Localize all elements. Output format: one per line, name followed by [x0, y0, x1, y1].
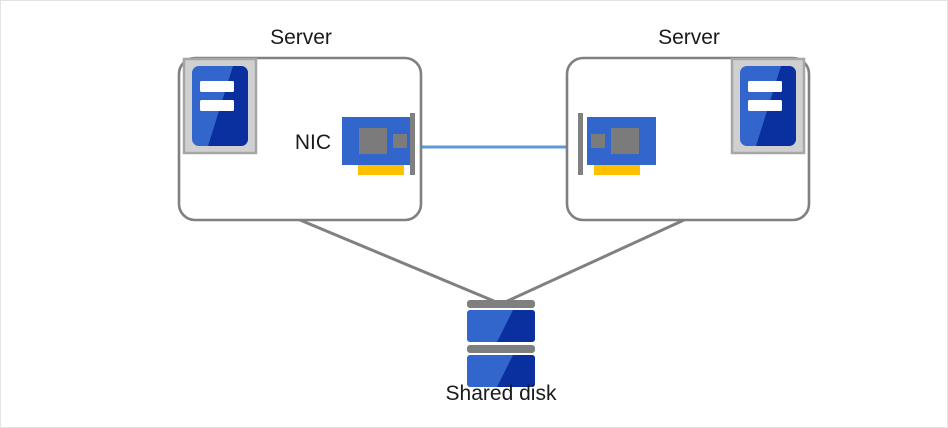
nic-bracket-right — [578, 113, 583, 175]
server-left-label: Server — [270, 26, 332, 49]
nic-connector-left — [358, 165, 404, 175]
server-icon-right — [730, 57, 806, 155]
nic-chip-small-left — [393, 134, 407, 148]
shared-disk-icon[interactable] — [467, 300, 535, 387]
server-box-right[interactable] — [565, 56, 811, 222]
disk-platter-bottom — [467, 355, 535, 387]
server-icon-bar-1-right — [748, 81, 782, 92]
disk-platter-bottom-shadow — [497, 355, 535, 387]
nic-chip-large-right — [611, 128, 639, 154]
server-box-left[interactable] — [177, 56, 423, 222]
disk-band-middle — [467, 345, 535, 353]
server-right-label: Server — [658, 26, 720, 49]
disk-platter-top-shadow — [497, 310, 535, 342]
server-icon-bar-2-right — [748, 100, 782, 111]
disk-platter-top — [467, 310, 535, 342]
link-right-server-to-disk — [500, 218, 685, 306]
server-icon-left — [182, 57, 258, 155]
storage-links — [299, 218, 685, 306]
disk-band-top — [467, 300, 535, 308]
nic-card-left[interactable] — [342, 113, 415, 175]
nic-bracket-left — [410, 113, 415, 175]
server-icon-bar-2-left — [200, 100, 234, 111]
nic-connector-right — [594, 165, 640, 175]
nic-chip-small-right — [591, 134, 605, 148]
nic-chip-large-left — [359, 128, 387, 154]
server-icon-bar-1-left — [200, 81, 234, 92]
link-left-server-to-disk — [299, 218, 502, 306]
nic-label: NIC — [294, 131, 331, 154]
nic-card-right[interactable] — [578, 113, 656, 175]
shared-disk-label: Shared disk — [445, 382, 557, 405]
